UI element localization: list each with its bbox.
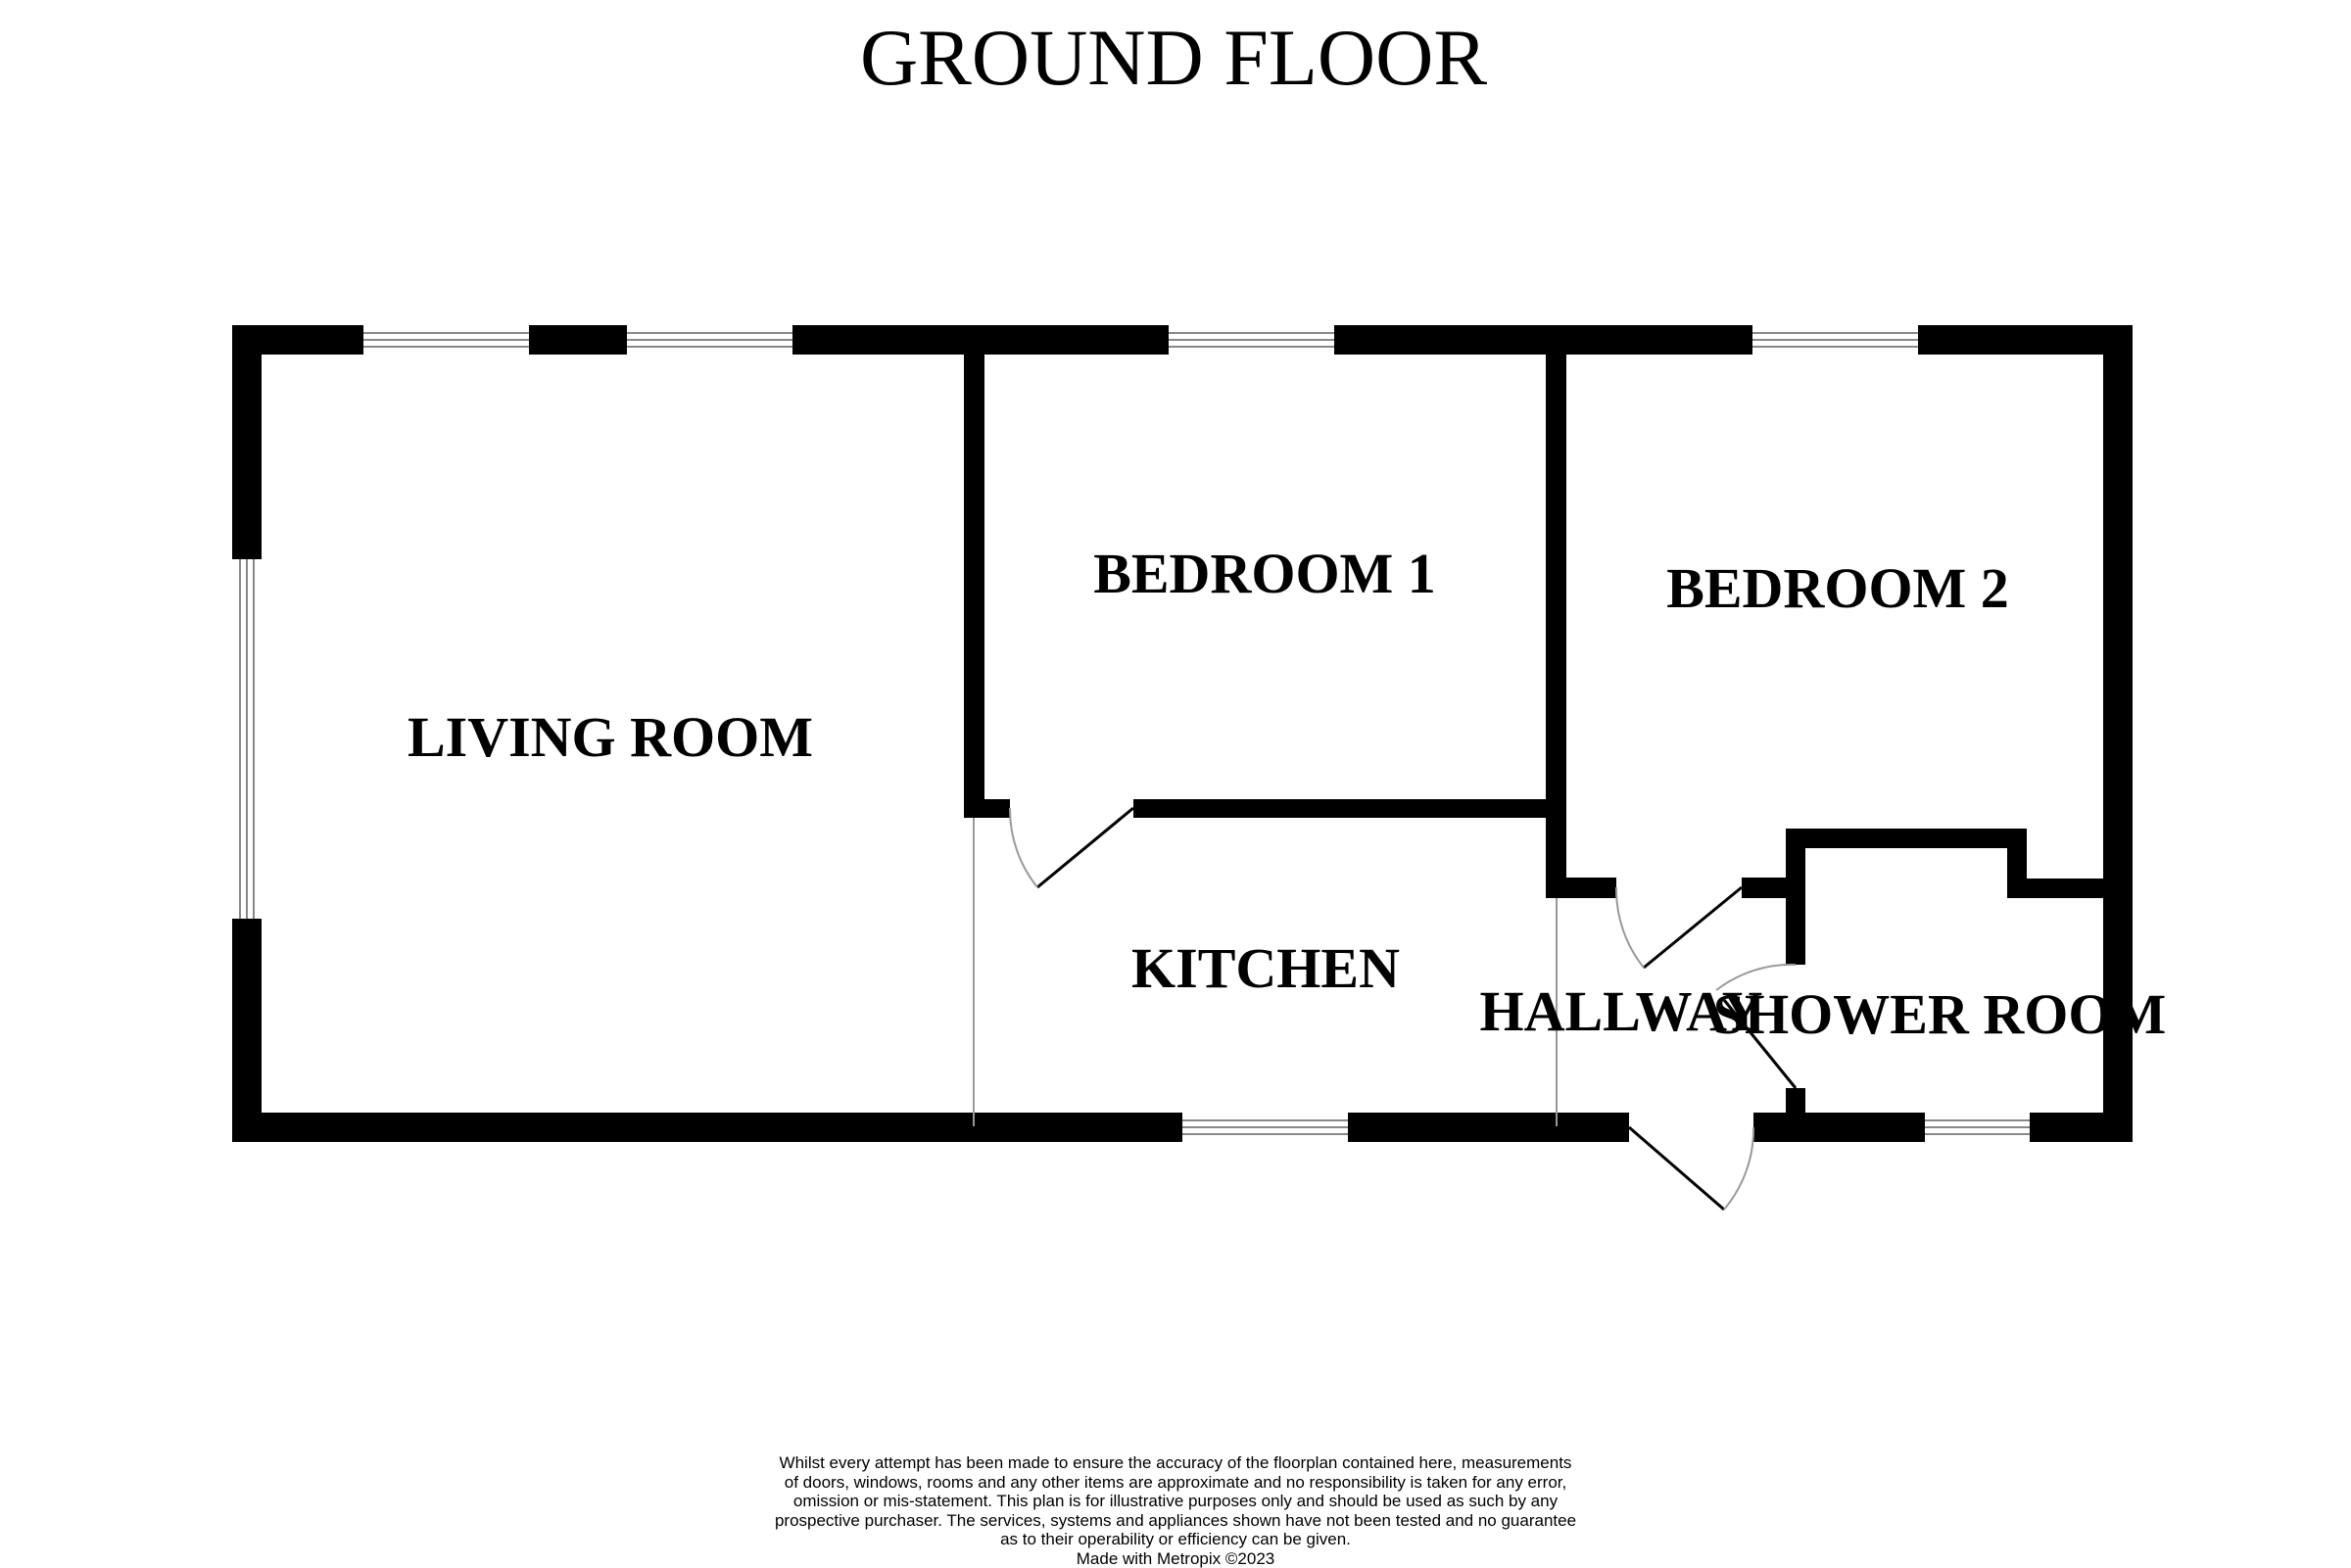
door-entrance <box>1629 1127 1753 1210</box>
disclaimer: Whilst every attempt has been made to en… <box>686 1453 1665 1568</box>
window <box>1182 1113 1348 1142</box>
living-bedroom1-wall <box>964 325 984 818</box>
bedroom2-hall-wall-right <box>1742 878 1791 898</box>
disclaimer-line: prospective purchaser. The services, sys… <box>686 1511 1665 1531</box>
disclaimer-line: of doors, windows, rooms and any other i… <box>686 1473 1665 1493</box>
window <box>1169 325 1334 355</box>
door-bedroom1 <box>1010 808 1133 887</box>
room-label-kitchen: KITCHEN <box>1131 936 1400 1000</box>
room-label-bedroom-2: BEDROOM 2 <box>1666 556 2009 620</box>
shower-top-wall <box>1786 829 2027 848</box>
room-label-living-room: LIVING ROOM <box>408 705 813 769</box>
bedroom2-hall-wall-stub <box>1546 878 1616 898</box>
disclaimer-line: omission or mis-statement. This plan is … <box>686 1492 1665 1511</box>
bottom-wall-left <box>232 1113 1629 1142</box>
shower-left-wall-bottom <box>1786 1088 1805 1142</box>
door-bedroom2 <box>1616 887 1742 968</box>
shower-bedroom2-wall <box>2007 879 2133 898</box>
window <box>627 325 792 355</box>
shower-left-wall-top <box>1786 829 1805 965</box>
bedroom1-kitchen-wall-stub <box>964 799 1010 818</box>
window <box>1752 325 1918 355</box>
floor-title: GROUND FLOOR <box>860 13 1487 102</box>
window <box>232 559 262 919</box>
bedroom1-kitchen-wall <box>1133 799 1566 818</box>
room-label-bedroom-1: BEDROOM 1 <box>1093 542 1436 605</box>
credit: Made with Metropix ©2023 <box>686 1549 1665 1568</box>
disclaimer-line: as to their operability or efficiency ca… <box>686 1530 1665 1549</box>
window <box>363 325 529 355</box>
disclaimer-line: Whilst every attempt has been made to en… <box>686 1453 1665 1473</box>
window <box>1925 1113 2030 1142</box>
room-label-shower-room: SHOWER ROOM <box>1713 982 2166 1046</box>
